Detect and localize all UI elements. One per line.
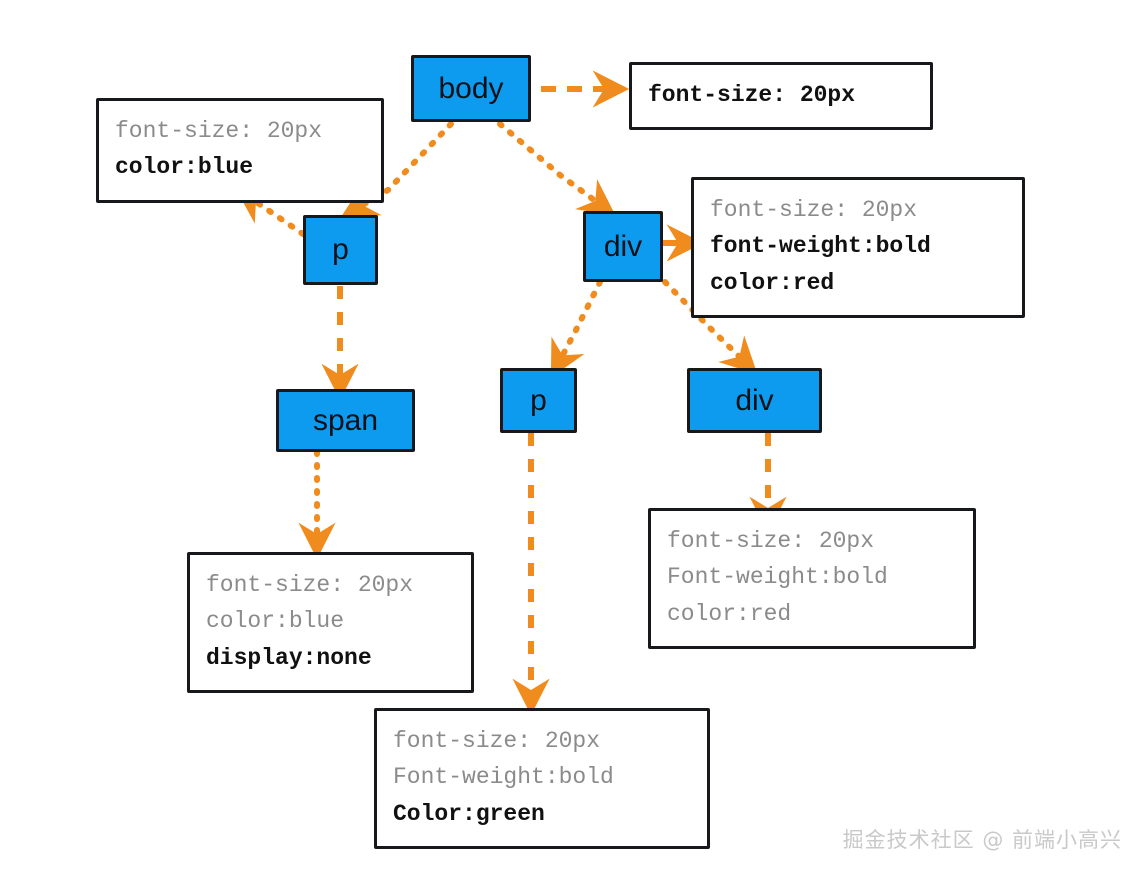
edge-body-to-div-right — [497, 121, 616, 216]
decl-box-div-right: font-size: 20px font-weight:bold color:r… — [691, 177, 1025, 318]
decl-line: Color:green — [393, 800, 545, 827]
decl-line: color:blue — [206, 608, 345, 635]
decl-line: font-size: 20px — [667, 528, 875, 554]
node-div-bottom[interactable]: div — [687, 368, 822, 433]
decl-line: font-size: 20px — [710, 197, 918, 223]
node-span[interactable]: span — [276, 389, 415, 452]
decl-line: Font-weight:bold — [667, 564, 888, 591]
decl-line: font-weight:bold — [710, 233, 931, 260]
node-body[interactable]: body — [411, 55, 531, 122]
decl-box-body: font-size: 20px — [629, 62, 933, 131]
decl-line: display:none — [206, 644, 372, 671]
node-p-mid-label: p — [530, 383, 547, 417]
decl-line: Font-weight:bold — [393, 764, 614, 791]
decl-box-p-mid: font-size: 20px Font-weight:bold Color:g… — [374, 708, 710, 849]
decl-line: color:red — [710, 269, 835, 296]
node-body-label: body — [438, 71, 504, 105]
decl-line: font-size: 20px — [393, 728, 601, 754]
decl-line: font-size: 20px — [206, 572, 414, 598]
decl-line: font-size: 20px — [115, 118, 323, 144]
node-p-mid[interactable]: p — [500, 368, 577, 433]
node-div-right[interactable]: div — [583, 211, 663, 282]
decl-line: color:blue — [115, 154, 254, 181]
edge-div-right-to-p-mid — [550, 279, 603, 378]
node-span-label: span — [312, 403, 379, 437]
node-p-left[interactable]: p — [303, 215, 378, 285]
decl-box-span: font-size: 20px color:blue display:none — [187, 552, 474, 693]
decl-line: color:red — [667, 600, 792, 627]
decl-box-div-bottom: font-size: 20px Font-weight:bold color:r… — [648, 508, 976, 649]
watermark: 掘金技术社区 @ 前端小高兴 — [842, 828, 1122, 852]
node-div-right-label: div — [603, 229, 643, 263]
decl-box-p-left: font-size: 20px color:blue — [96, 98, 384, 203]
node-p-left-label: p — [332, 233, 349, 266]
node-div-bottom-label: div — [735, 383, 774, 417]
decl-line: font-size: 20px — [648, 82, 856, 108]
